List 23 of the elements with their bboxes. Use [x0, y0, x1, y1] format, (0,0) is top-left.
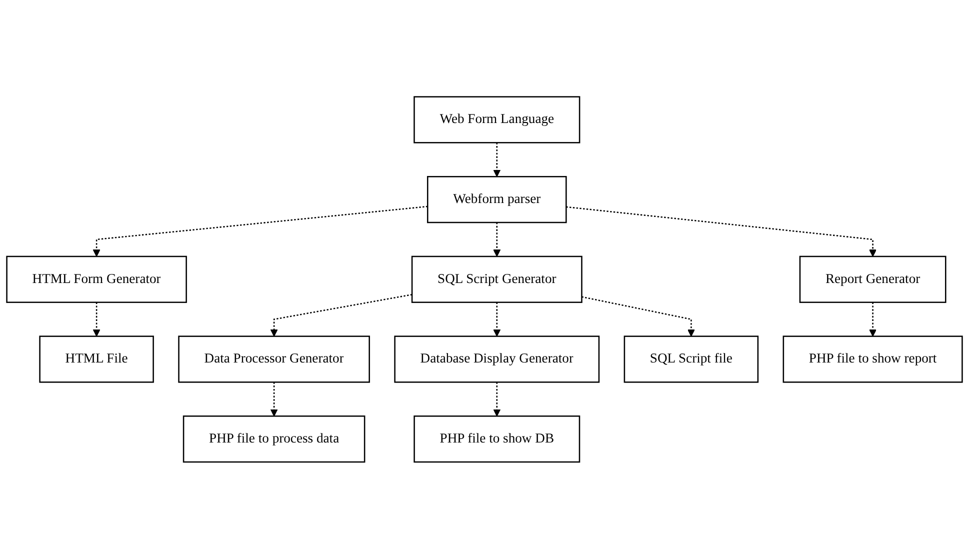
node-box: SQL Script Generator	[411, 256, 582, 304]
arrow	[270, 294, 412, 337]
node-box: Report Generator	[799, 256, 946, 304]
node-box: SQL Script file	[624, 336, 759, 383]
node-box: Database Display Generator	[394, 336, 600, 383]
arrow	[270, 382, 278, 417]
node-box: Data Processor Generator	[178, 336, 370, 383]
node-box: Web Form Language	[414, 96, 580, 144]
arrow	[493, 222, 501, 257]
arrow	[92, 302, 100, 337]
arrow	[493, 382, 501, 417]
node-box: HTML File	[39, 336, 154, 383]
arrow	[493, 142, 501, 178]
arrow	[869, 302, 877, 337]
arrow	[92, 206, 428, 257]
arrow	[566, 206, 877, 257]
arrow	[493, 302, 501, 337]
arrow	[582, 296, 695, 337]
node-box: PHP file to process data	[182, 416, 366, 463]
node-box: PHP file to show DB	[414, 416, 580, 463]
node-box: HTML Form Generator	[6, 256, 187, 304]
node-box: PHP file to show report	[782, 336, 963, 383]
node-box: Webform parser	[427, 176, 567, 224]
